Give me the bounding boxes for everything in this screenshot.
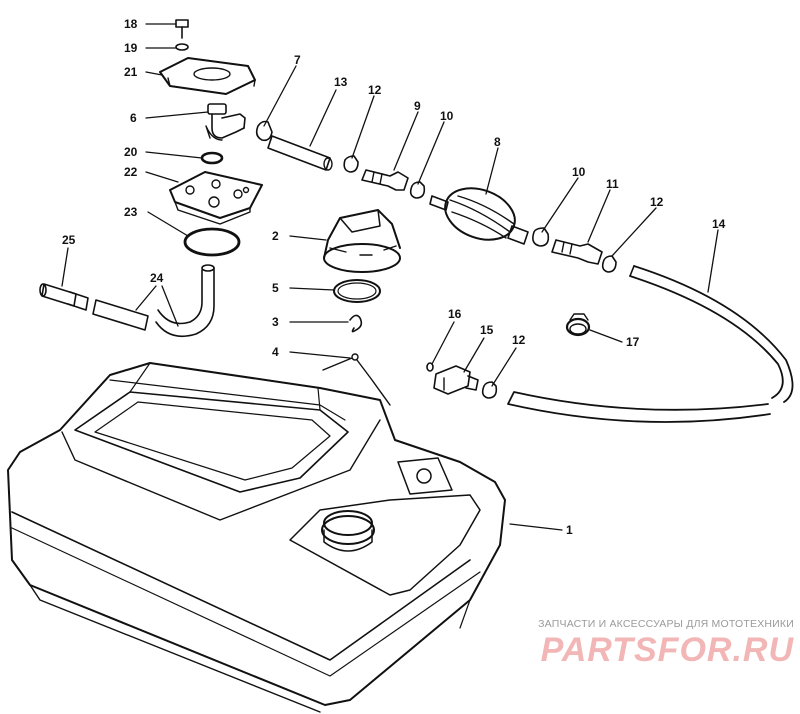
part-14-fuel-hose [507,265,794,423]
part-13-hose [267,135,333,171]
part-21-bracket [159,57,256,95]
watermark-caption: ЗАПЧАСТИ И АКСЕССУАРЫ ДЛЯ МОТОТЕХНИКИ [538,618,794,630]
callout-1: 1 [566,523,573,537]
part-25-filter [39,283,89,311]
part-3-clip [349,314,363,333]
part-7-clamp [255,120,273,142]
callout-7: 7 [294,53,301,67]
part-19-washer [175,43,189,51]
watermark: ЗАПЧАСТИ И АКСЕССУАРЫ ДЛЯ МОТОТЕХНИКИ PA… [478,618,794,668]
callout-24: 24 [150,271,164,285]
callout-12-lower: 12 [512,333,526,347]
part-24-pickup-tube [92,264,215,338]
callout-25: 25 [62,233,76,247]
part-1-fuel-tank [7,362,506,713]
callout-2: 2 [272,229,279,243]
callout-23: 23 [124,205,138,219]
part-4-chain [322,353,391,406]
part-9-connector [361,169,409,191]
callout-17: 17 [626,335,640,349]
part-10-clamp-left [409,181,426,199]
part-17-hose-clamp [565,313,591,337]
callout-20: 20 [124,145,138,159]
callout-6: 6 [130,111,137,125]
callout-9: 9 [414,99,421,113]
callout-10-left: 10 [440,109,454,123]
callout-3: 3 [272,315,279,329]
part-2-cap [323,209,401,273]
callout-15: 15 [480,323,494,337]
callout-21: 21 [124,65,138,79]
callout-12-top: 12 [368,83,382,97]
callout-4: 4 [272,345,279,359]
part-12-clamp-right [601,255,617,273]
callout-8: 8 [494,135,501,149]
leader-lines [61,23,719,531]
part-16-o-ring [426,362,434,372]
callout-16: 16 [448,307,462,321]
watermark-logo: PARTSFOR.RU [540,631,794,669]
callout-10-right: 10 [572,165,586,179]
part-10-clamp-right [532,227,550,247]
callout-12-right: 12 [650,195,664,209]
part-5-o-ring [333,279,381,303]
callout-11: 11 [606,177,619,191]
part-12-clamp-lower [481,381,498,399]
part-22-valve-plate [169,171,263,225]
callout-5: 5 [272,281,279,295]
callout-22: 22 [124,165,138,179]
callout-14: 14 [712,217,726,231]
part-18-screw [175,19,189,39]
callout-18: 18 [124,17,138,31]
callout-19: 19 [124,41,138,55]
part-6-elbow-fitting [205,103,246,141]
part-11-connector [551,239,603,265]
part-15-tank-fitting [433,365,479,395]
part-20-o-ring [200,151,224,165]
part-8-primer-bulb [429,187,529,245]
part-12-clamp-top [343,155,359,173]
part-23-o-ring [183,227,241,257]
callout-13: 13 [334,75,348,89]
